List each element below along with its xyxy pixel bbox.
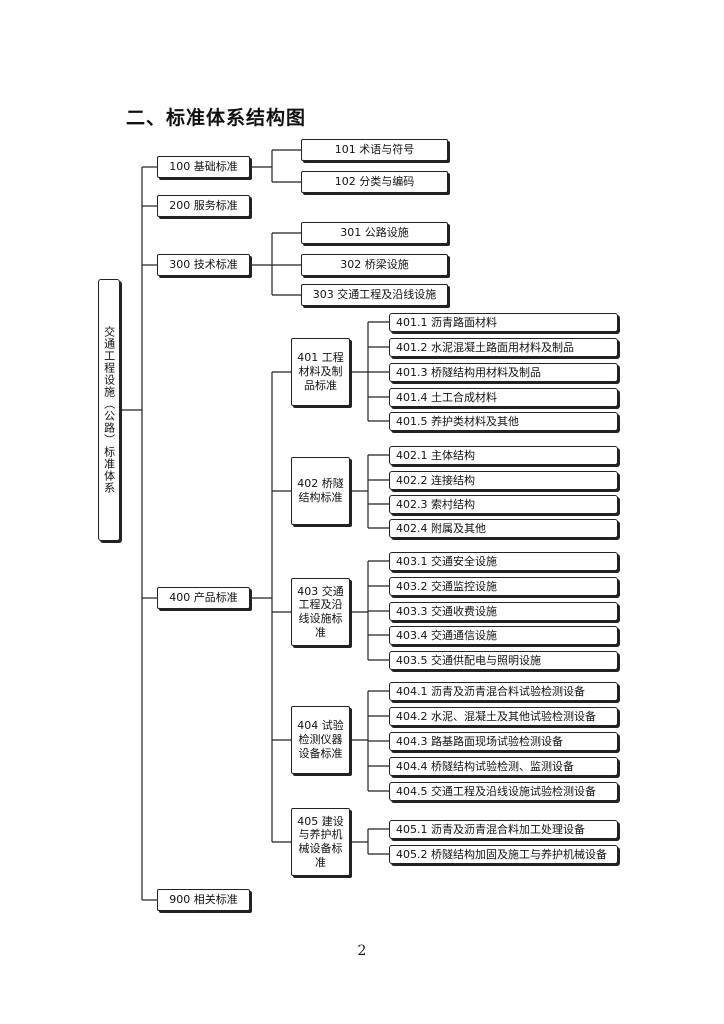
- node-404-5: 404.5 交通工程及沿线设施试验检测设备: [389, 782, 618, 801]
- node-402: 402 桥隧结构标准: [291, 457, 350, 525]
- node-403-4: 403.4 交通通信设施: [389, 626, 618, 645]
- node-402-3: 402.3 索村结构: [389, 495, 618, 514]
- node-401: 401 工程材料及制品标准: [291, 338, 350, 406]
- node-403: 403 交通工程及沿线设施标准: [291, 578, 350, 646]
- node-401-3: 401.3 桥隧结构用材料及制品: [389, 363, 618, 382]
- page-heading: 二、标准体系结构图: [126, 107, 307, 129]
- node-404-1: 404.1 沥青及沥青混合料试验检测设备: [389, 682, 618, 701]
- node-405-2: 405.2 桥隧结构加固及施工与养护机械设备: [389, 845, 618, 864]
- node-405-1: 405.1 沥青及沥青混合料加工处理设备: [389, 820, 618, 839]
- node-404-2: 404.2 水泥、混凝土及其他试验检测设备: [389, 707, 618, 726]
- node-401-2: 401.2 水泥混凝土路面用材料及制品: [389, 338, 618, 357]
- root-node: 交通工程设施（公路）标准体系: [98, 279, 120, 541]
- node-400: 400 产品标准: [157, 587, 250, 609]
- node-404: 404 试验检测仪器设备标准: [291, 706, 350, 774]
- node-404-3: 404.3 路基路面现场试验检测设备: [389, 732, 618, 751]
- node-403-1: 403.1 交通安全设施: [389, 552, 618, 571]
- node-401-1: 401.1 沥青路面材料: [389, 313, 618, 332]
- node-101: 101 术语与符号: [301, 139, 448, 161]
- node-302: 302 桥梁设施: [301, 254, 448, 276]
- node-303: 303 交通工程及沿线设施: [301, 284, 448, 306]
- node-404-4: 404.4 桥隧结构试验检测、监测设备: [389, 757, 618, 776]
- page-number: 2: [357, 943, 367, 959]
- node-403-5: 403.5 交通供配电与照明设施: [389, 651, 618, 670]
- node-100: 100 基础标准: [157, 156, 250, 178]
- node-402-2: 402.2 连接结构: [389, 471, 618, 490]
- node-403-3: 403.3 交通收费设施: [389, 602, 618, 621]
- node-402-1: 402.1 主体结构: [389, 446, 618, 465]
- node-403-2: 403.2 交通监控设施: [389, 577, 618, 596]
- node-102: 102 分类与编码: [301, 171, 448, 193]
- node-300: 300 技术标准: [157, 254, 250, 276]
- node-401-5: 401.5 养护类材料及其他: [389, 412, 618, 431]
- node-900: 900 相关标准: [157, 889, 250, 911]
- node-402-4: 402.4 附属及其他: [389, 519, 618, 538]
- node-301: 301 公路设施: [301, 222, 448, 244]
- node-405: 405 建设与养护机械设备标准: [291, 808, 350, 876]
- node-401-4: 401.4 土工合成材料: [389, 388, 618, 407]
- node-200: 200 服务标准: [157, 195, 250, 217]
